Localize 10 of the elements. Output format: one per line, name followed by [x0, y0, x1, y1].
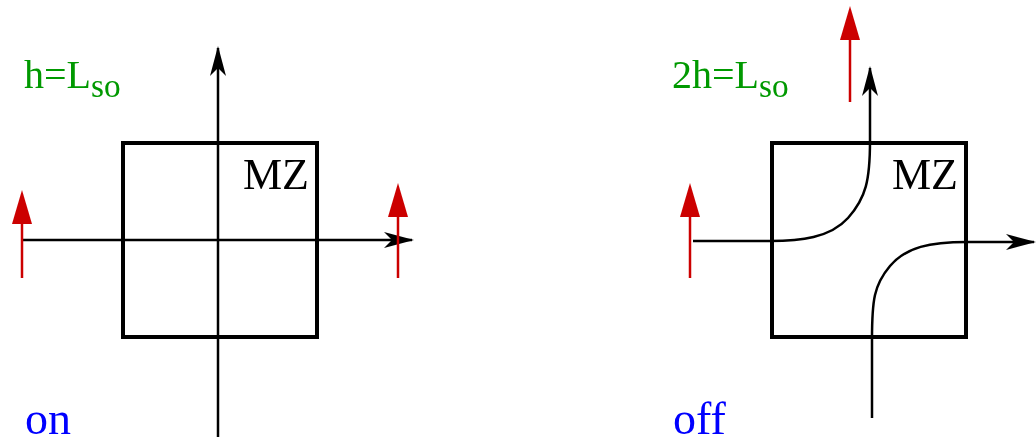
panel-label: on	[25, 396, 71, 442]
arrow	[210, 46, 226, 141]
arrow	[968, 234, 1036, 250]
panel-label: h=L$_{so}$	[24, 55, 121, 103]
arrow	[319, 232, 414, 248]
arrow	[862, 66, 878, 141]
mz-box	[121, 141, 319, 339]
mz-box	[770, 141, 968, 339]
panel-label: off	[673, 396, 726, 442]
panel-label: 2h=L$_{so}$	[672, 55, 789, 103]
